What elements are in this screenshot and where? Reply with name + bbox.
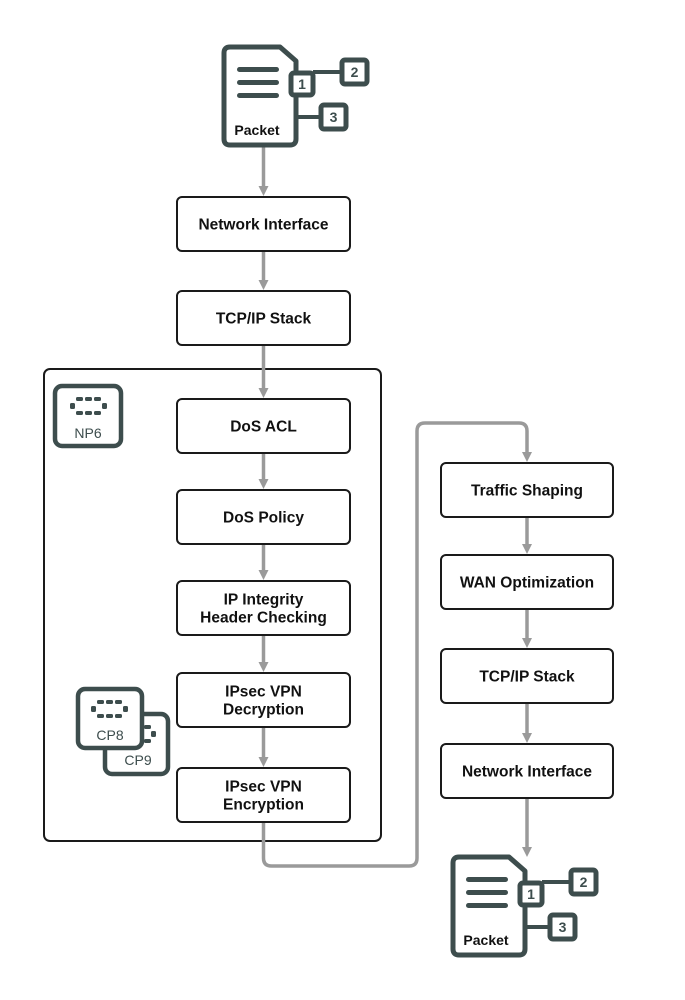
step-label: Encryption: [223, 797, 304, 814]
document-line: [237, 93, 279, 98]
packet-badge-2: 2: [339, 57, 370, 87]
step-box: [176, 580, 351, 636]
badge-number: 3: [330, 109, 338, 125]
document-line: [237, 80, 279, 85]
packet-badge-1: 1: [517, 880, 545, 908]
packet-document-icon: [221, 44, 299, 148]
step-network-interface-out: Network Interface: [440, 743, 614, 799]
step-box: [176, 672, 351, 728]
step-label: DoS ACL: [230, 419, 297, 436]
flow-connectors: [258, 146, 532, 868]
step-label: IP Integrity: [224, 592, 304, 609]
step-box: [440, 554, 614, 610]
step-label: IPsec VPN: [225, 684, 302, 701]
step-box: [176, 196, 351, 252]
step-box: [440, 462, 614, 518]
step-box: [176, 489, 351, 545]
badge-number: 2: [580, 874, 588, 890]
step-label: TCP/IP Stack: [479, 669, 575, 686]
step-dos-acl: DoS ACL: [176, 398, 351, 454]
processor-chip-icon: [52, 383, 124, 449]
np6-container: [43, 368, 382, 842]
packet-badge-2: 2: [568, 867, 599, 897]
badge-number: 1: [527, 886, 535, 902]
packet-badge-3: 3: [318, 102, 349, 132]
step-dos-policy: DoS Policy: [176, 489, 351, 545]
step-box: [176, 290, 351, 346]
cp8-chip-label: CP8: [96, 727, 123, 743]
step-label: IPsec VPN: [225, 779, 302, 796]
step-box: [440, 743, 614, 799]
step-label: WAN Optimization: [460, 575, 594, 592]
badge-number: 2: [351, 64, 359, 80]
document-line: [466, 890, 508, 895]
packet-out: Packet 1 2 3: [450, 854, 599, 958]
badge-number: 3: [559, 919, 567, 935]
step-box: [440, 648, 614, 704]
np6-chip: NP6: [52, 383, 124, 449]
cp8-chip: CP8: [75, 686, 145, 751]
cp9-chip-label: CP9: [124, 752, 151, 768]
packet-document-icon: [450, 854, 528, 958]
step-label: Decryption: [223, 702, 304, 719]
document-line: [466, 903, 508, 908]
step-box: [176, 398, 351, 454]
packet-in: Packet 1 2 3: [221, 44, 370, 148]
document-line: [237, 67, 279, 72]
np6-chip-label: NP6: [74, 425, 101, 441]
step-tcp-ip-stack-in: TCP/IP Stack: [176, 290, 351, 346]
document-line: [466, 877, 508, 882]
arrow-encryption-to-traffic-shaping: [261, 421, 532, 868]
processor-chip-icon: [91, 700, 128, 718]
packet-badge-1: 1: [288, 70, 316, 98]
packet-badge-3: 3: [547, 912, 578, 942]
step-label: Header Checking: [200, 610, 327, 627]
step-wan-optimization: WAN Optimization: [440, 554, 614, 610]
processor-chip-icon: [144, 725, 156, 743]
packet-label: Packet: [234, 122, 279, 138]
packet-label: Packet: [463, 932, 508, 948]
step-label: Network Interface: [462, 764, 592, 781]
step-label: DoS Policy: [223, 510, 304, 527]
step-label: Network Interface: [198, 217, 328, 234]
badge-number: 1: [298, 76, 306, 92]
step-traffic-shaping: Traffic Shaping: [440, 462, 614, 518]
step-box: [176, 767, 351, 823]
step-label: TCP/IP Stack: [216, 311, 312, 328]
step-label: Traffic Shaping: [471, 483, 583, 500]
step-tcp-ip-stack-out: TCP/IP Stack: [440, 648, 614, 704]
step-network-interface-in: Network Interface: [176, 196, 351, 252]
